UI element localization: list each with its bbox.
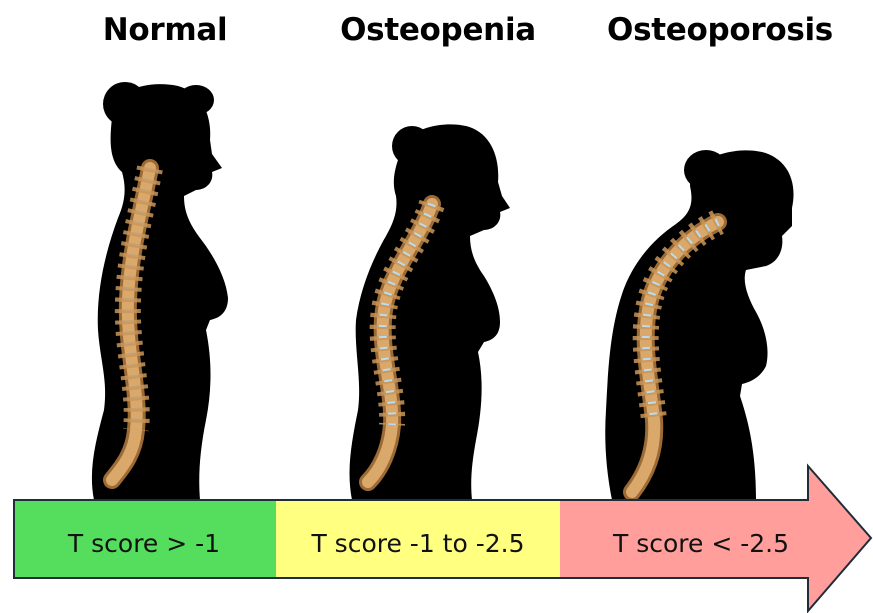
t-score-osteopenia: T score -1 to -2.5 bbox=[276, 522, 560, 566]
woman-silhouette-normal bbox=[92, 82, 228, 500]
t-score-osteoporosis: T score < -2.5 bbox=[560, 522, 842, 566]
t-score-normal: T score > -1 bbox=[14, 522, 274, 566]
woman-silhouette-osteopenia bbox=[350, 124, 510, 500]
